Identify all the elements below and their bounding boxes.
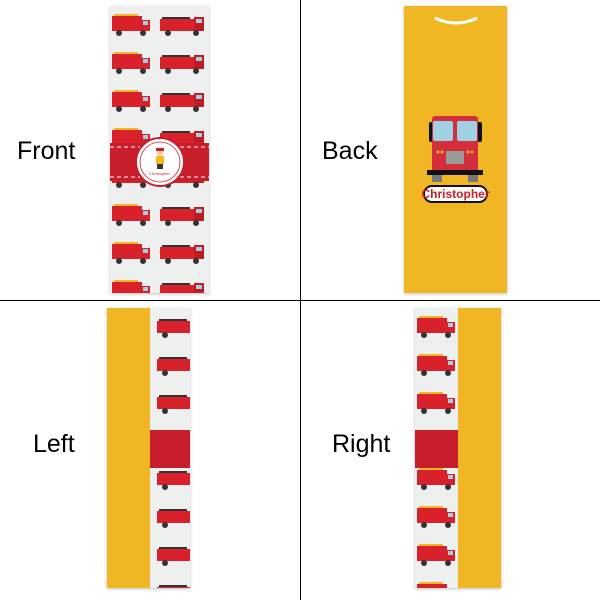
front-bag-image: Christopher <box>110 6 209 293</box>
back-bag-image: Christopher <box>404 6 507 293</box>
right-label: Right <box>332 430 391 458</box>
horizontal-divider <box>0 300 600 301</box>
right-bag-image <box>415 308 501 588</box>
back-name-text: Christopher <box>421 187 490 201</box>
back-label: Back <box>322 137 378 165</box>
left-bag-image <box>107 308 190 588</box>
front-name-badge: Christopher <box>149 171 170 176</box>
left-label: Left <box>33 430 75 458</box>
front-label: Front <box>17 137 76 165</box>
